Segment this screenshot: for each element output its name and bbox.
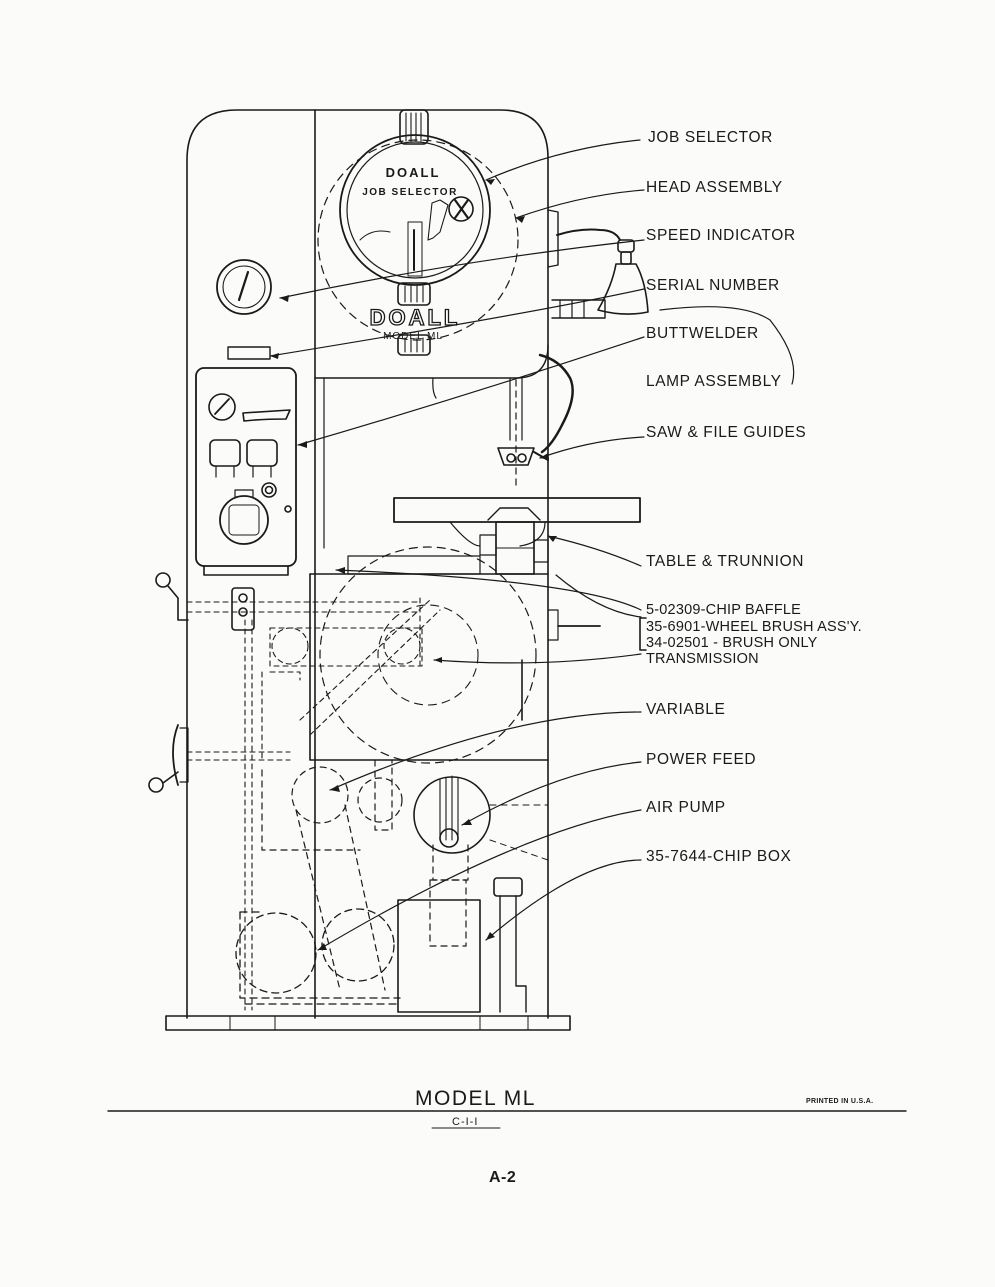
buttwelder-panel bbox=[195, 367, 297, 576]
label-lamp-assembly: LAMP ASSEMBLY bbox=[646, 373, 782, 390]
middle-handle bbox=[397, 282, 431, 356]
label-head-assembly: HEAD ASSEMBLY bbox=[646, 179, 783, 196]
label-brush-only: 34-02501 - BRUSH ONLY bbox=[646, 635, 818, 651]
label-air-pump: AIR PUMP bbox=[646, 799, 726, 816]
lower-wheel bbox=[319, 546, 537, 764]
label-serial-number: SERIAL NUMBER bbox=[646, 277, 780, 294]
model-badge: MODEL ML bbox=[383, 331, 443, 342]
leader-lines bbox=[269, 139, 795, 951]
label-job-selector: JOB SELECTOR bbox=[648, 129, 773, 146]
variable-drive bbox=[261, 759, 403, 991]
drawing-title: MODEL ML bbox=[415, 1087, 536, 1110]
power-feed-unit bbox=[413, 775, 549, 881]
label-transmission: TRANSMISSION bbox=[646, 651, 759, 667]
top-handle bbox=[399, 109, 429, 145]
selector-caption: JOB SELECTOR bbox=[362, 187, 458, 198]
label-chip-box: 35-7644-CHIP BOX bbox=[646, 848, 792, 865]
lamp-assembly bbox=[547, 209, 649, 319]
label-buttwelder: BUTTWELDER bbox=[646, 325, 759, 342]
brand-mid: DOALL bbox=[370, 305, 461, 330]
brand-top: DOALL bbox=[386, 165, 441, 180]
machine-frame bbox=[165, 109, 571, 1031]
label-table-trunnion: TABLE & TRUNNION bbox=[646, 553, 805, 570]
label-saw-file-guides: SAW & FILE GUIDES bbox=[646, 424, 807, 441]
label-wheel-brush: 35-6901-WHEEL BRUSH ASS'Y. bbox=[646, 619, 862, 635]
chip-box bbox=[397, 877, 527, 1013]
transmission-dashed bbox=[186, 597, 441, 1011]
motor-pulleys bbox=[235, 908, 401, 1005]
label-power-feed: POWER FEED bbox=[646, 751, 757, 768]
speed-indicator-gauge bbox=[216, 259, 272, 315]
label-variable: VARIABLE bbox=[646, 701, 726, 718]
printed-note: PRINTED IN U.S.A. bbox=[806, 1098, 874, 1105]
drawing-code: C-I-I bbox=[452, 1116, 479, 1128]
tension-crank bbox=[155, 572, 255, 631]
page-number: A-2 bbox=[489, 1169, 517, 1186]
feed-handwheel bbox=[148, 724, 189, 793]
job-selector-dial bbox=[339, 134, 491, 286]
label-speed-indicator: SPEED INDICATOR bbox=[646, 227, 796, 244]
lower-cabinet bbox=[309, 555, 601, 761]
transmission-pulley bbox=[377, 604, 479, 706]
serial-plate bbox=[227, 346, 271, 360]
saw-guides bbox=[497, 353, 574, 491]
air-pump-unit bbox=[429, 879, 467, 947]
arrowheads bbox=[270, 179, 557, 950]
label-chip-baffle: 5-02309-CHIP BAFFLE bbox=[646, 602, 802, 618]
upper-wheel bbox=[317, 139, 519, 341]
